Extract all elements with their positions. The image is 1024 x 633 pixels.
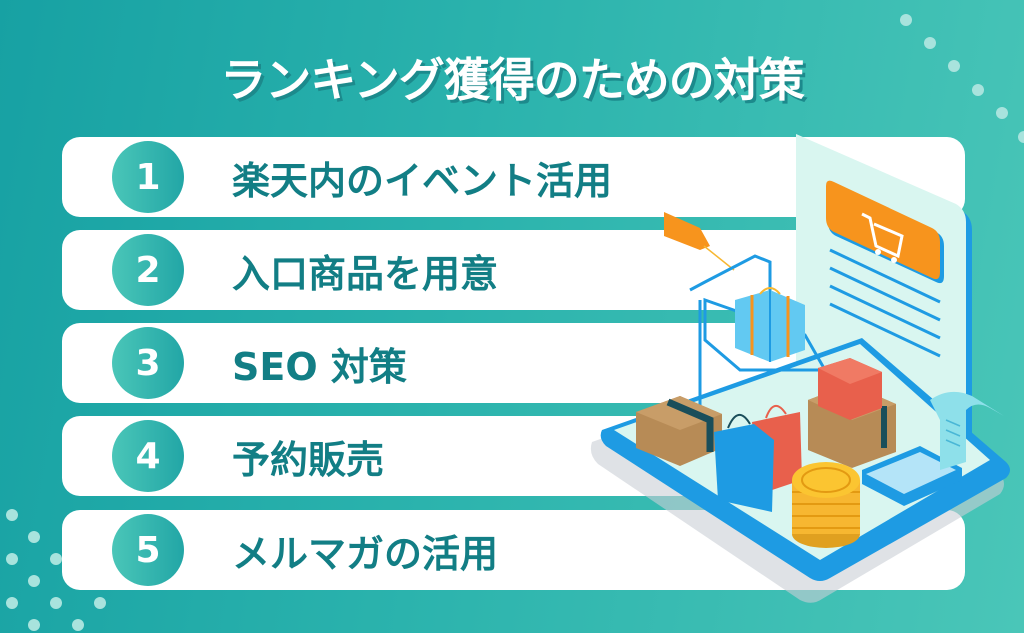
cardboard-box-icon	[636, 396, 722, 466]
item-label: メルマガの活用	[232, 531, 499, 576]
red-box-icon	[818, 358, 882, 420]
item-label: 入口商品を用意	[232, 251, 499, 296]
number-badge: 5	[112, 514, 184, 586]
calculator-icon	[862, 446, 962, 506]
shopping-cart-icon	[826, 180, 944, 284]
receipt-icon	[930, 391, 1004, 470]
number-badge: 4	[112, 420, 184, 492]
item-label: 予約販売	[232, 437, 385, 482]
item-label: SEO 対策	[232, 344, 407, 389]
item-label: 楽天内のイベント活用	[232, 158, 613, 203]
gift-box-icon	[735, 287, 805, 362]
price-tag-icon	[664, 212, 735, 271]
number-badge: 2	[112, 234, 184, 306]
ecommerce-illustration	[590, 134, 1010, 603]
number-badge: 3	[112, 327, 184, 399]
number-badge: 1	[112, 141, 184, 213]
page-title: ランキング獲得のための対策	[220, 53, 805, 107]
coin-stack-icon	[792, 462, 860, 548]
shopping-bag-icon	[714, 405, 802, 512]
